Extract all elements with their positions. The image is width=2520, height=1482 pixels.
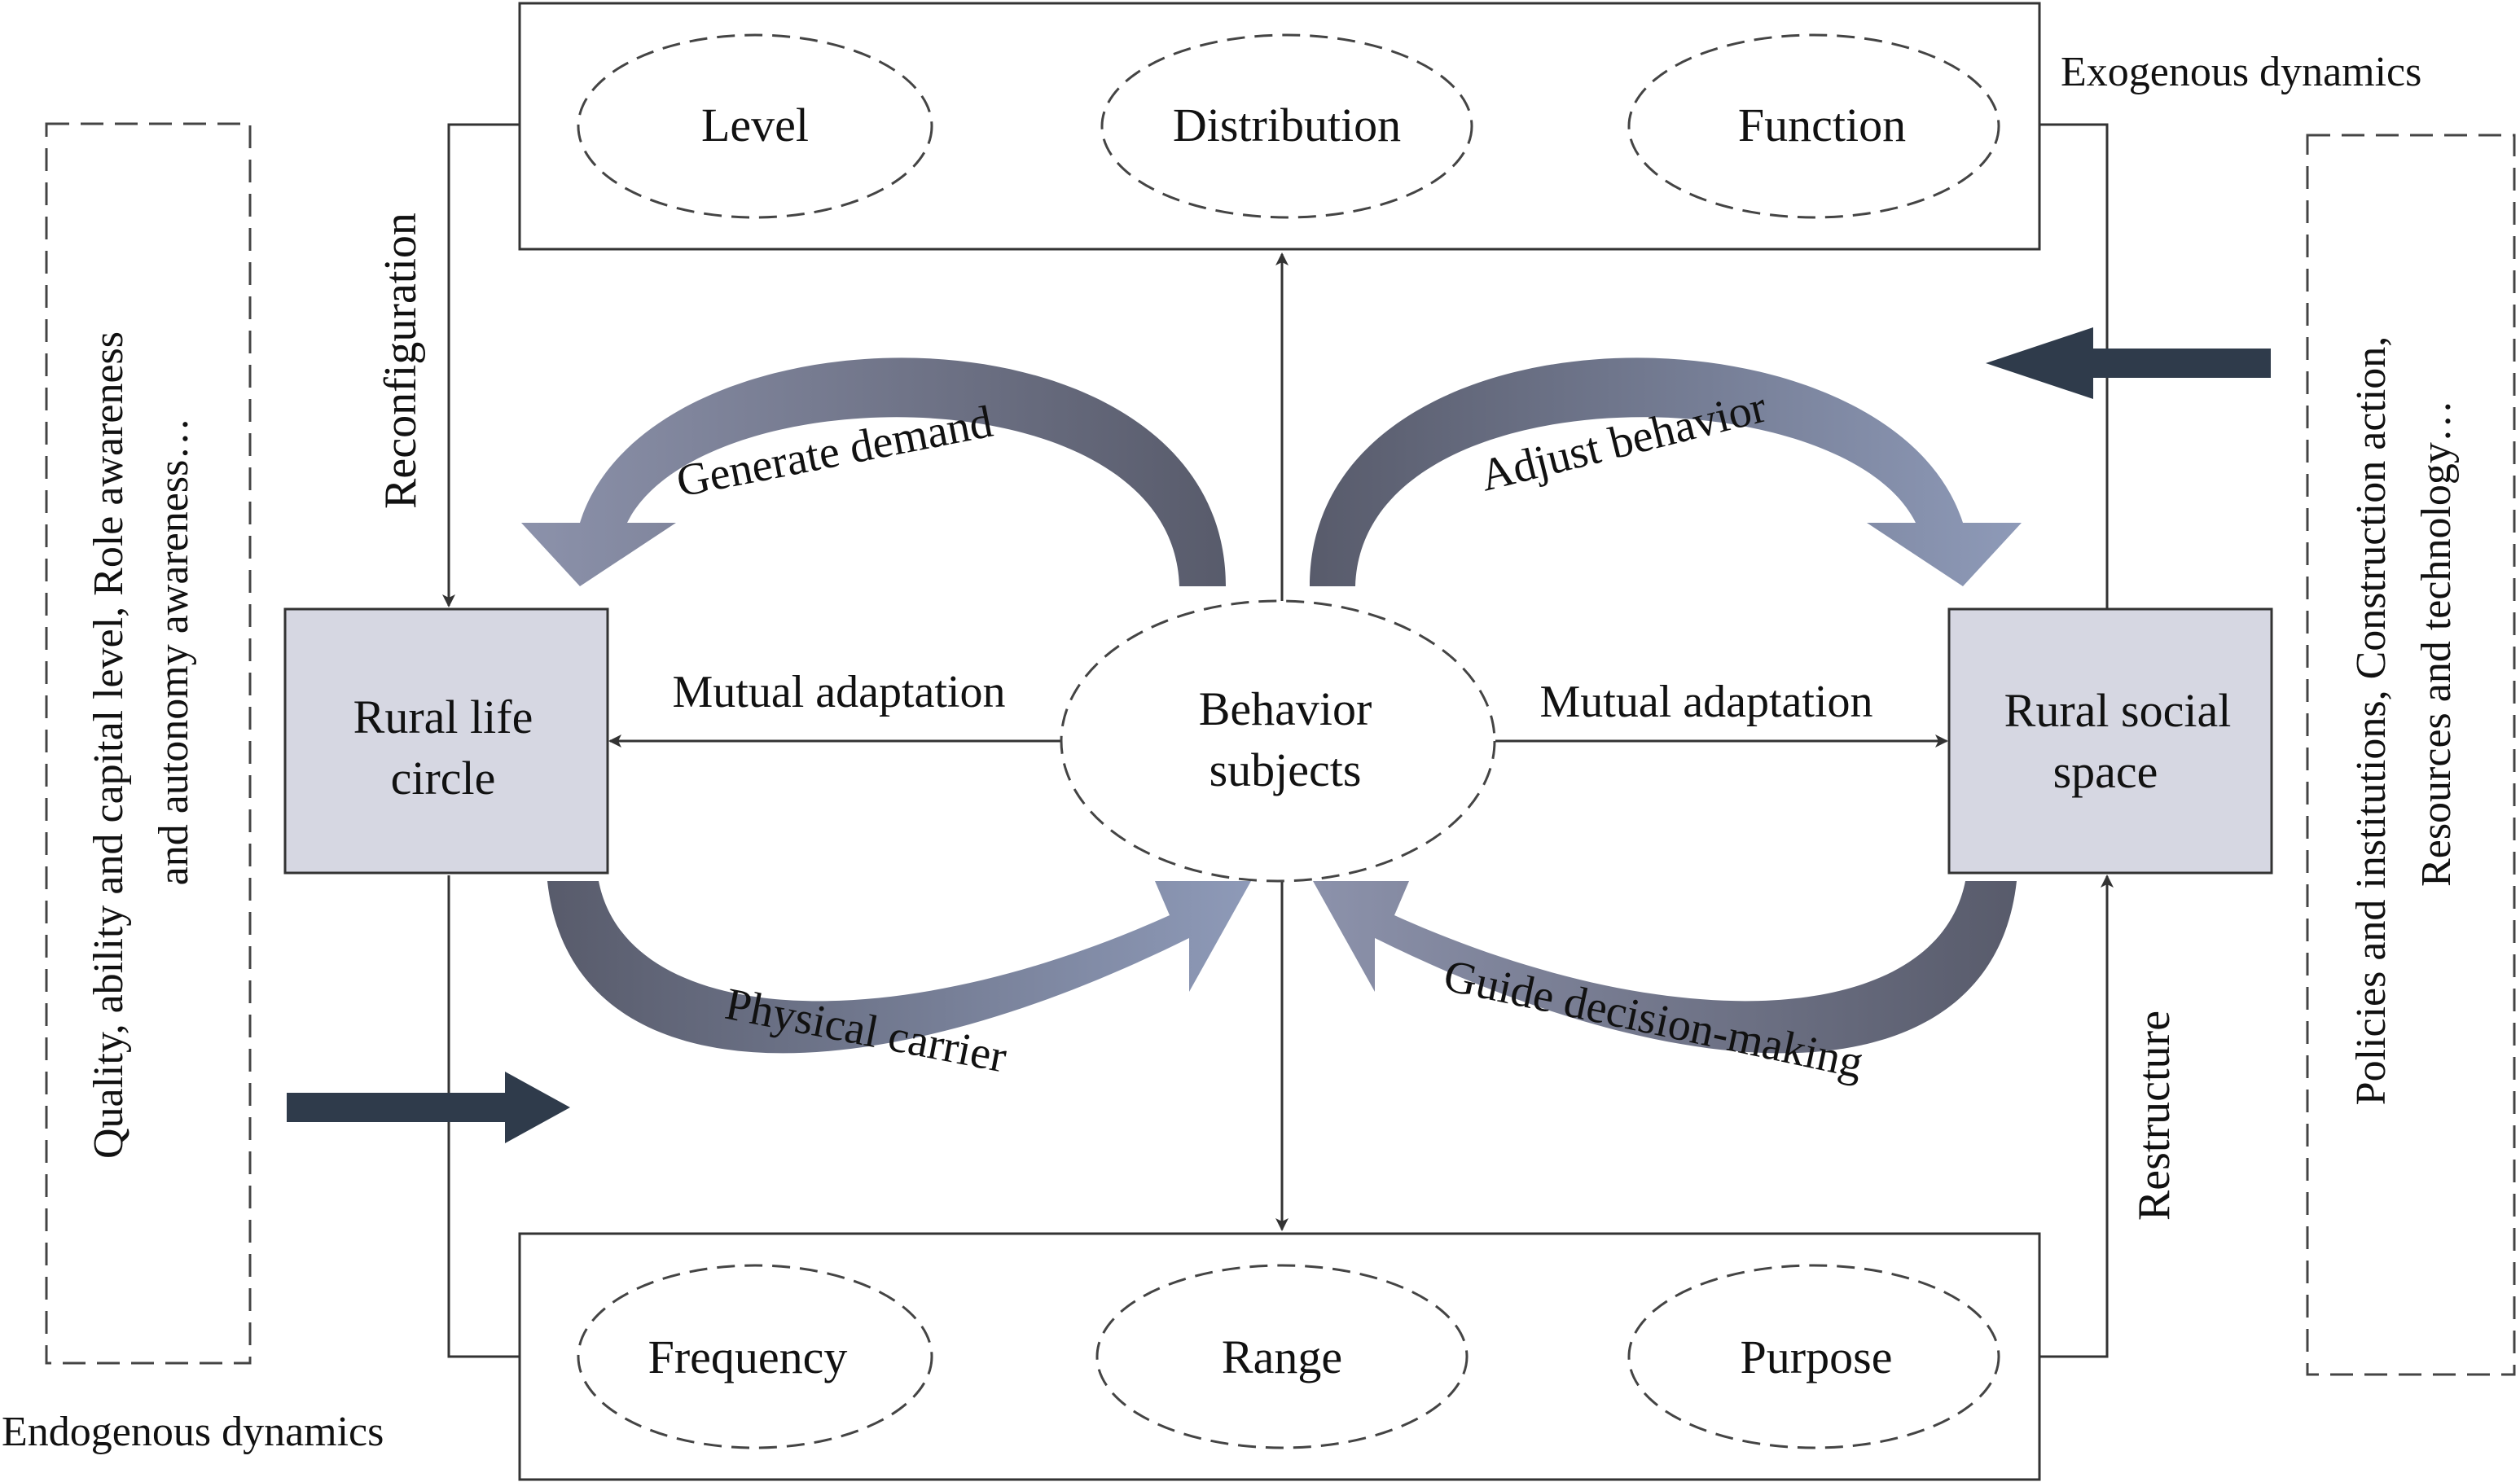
- exogenous-factors-line1: Policies and institutions, Construction …: [2348, 336, 2395, 1106]
- restructure-connector: [2039, 875, 2114, 1358]
- exogenous-dynamics-label: Exogenous dynamics: [2061, 49, 2421, 95]
- right-top-connector: [2039, 123, 2109, 609]
- rural-life-circle-line1: Rural life: [353, 691, 533, 743]
- ellipse-function: Function: [1627, 33, 2000, 219]
- endogenous-factors-line1: Quality, ability and capital level, Role…: [86, 331, 132, 1159]
- connector-lines: [442, 123, 2114, 1358]
- ellipse-distribution: Distribution: [1100, 33, 1473, 219]
- left-bottom-connector: [447, 875, 520, 1358]
- generate-demand-arrow: [521, 357, 1226, 586]
- physical-carrier-arrow: [547, 881, 1251, 1054]
- endogenous-dynamics-label: Endogenous dynamics: [2, 1409, 384, 1455]
- purpose-label: Purpose: [1741, 1331, 1893, 1383]
- behavior-subjects-line2: subjects: [1210, 743, 1362, 796]
- rural-social-space-line2: space: [2053, 745, 2158, 798]
- rural-life-circle-line2: circle: [391, 752, 496, 805]
- mutual-adaptation-right-label: Mutual adaptation: [1539, 677, 1872, 727]
- frequency-label: Frequency: [648, 1331, 848, 1383]
- rural-life-circle-node: Rural life circle: [283, 607, 609, 875]
- restructure-label: Restructure: [2129, 1011, 2180, 1221]
- function-label: Function: [1738, 99, 1906, 151]
- endogenous-factors-box: Quality, ability and capital level, Role…: [45, 122, 252, 1365]
- rural-social-space-node: Rural social space: [1947, 607, 2273, 875]
- reconfiguration-connector: [442, 123, 520, 607]
- mutual-adaptation-left-label: Mutual adaptation: [672, 667, 1005, 717]
- ellipse-frequency: Frequency: [577, 1264, 933, 1449]
- ellipse-level: Level: [577, 33, 933, 219]
- ellipse-purpose: Purpose: [1627, 1264, 2000, 1449]
- endogenous-factors-line2: and autonomy awareness…: [151, 418, 197, 886]
- endogenous-input-arrow: [287, 1072, 570, 1143]
- behavior-subjects-node: Behavior subjects: [1060, 599, 1496, 883]
- ellipse-range: Range: [1095, 1264, 1469, 1449]
- top-attributes-box: Level Distribution Function: [518, 2, 2041, 251]
- exogenous-factors-line2: Resources and technology…: [2413, 400, 2460, 887]
- reconfiguration-label: Reconfiguration: [375, 213, 426, 509]
- exogenous-factors-box: Policies and institutions, Construction …: [2306, 134, 2516, 1376]
- bottom-attributes-box: Frequency Range Purpose: [518, 1232, 2041, 1481]
- rural-social-space-line1: Rural social: [2004, 684, 2232, 737]
- adjust-behavior-arrow: [1310, 357, 2022, 586]
- level-label: Level: [701, 99, 809, 151]
- distribution-label: Distribution: [1173, 99, 1401, 151]
- exogenous-input-arrow: [1986, 327, 2271, 399]
- behavior-subjects-line1: Behavior: [1199, 682, 1372, 735]
- range-label: Range: [1222, 1331, 1342, 1383]
- guide-decision-arrow: [1313, 881, 2017, 1054]
